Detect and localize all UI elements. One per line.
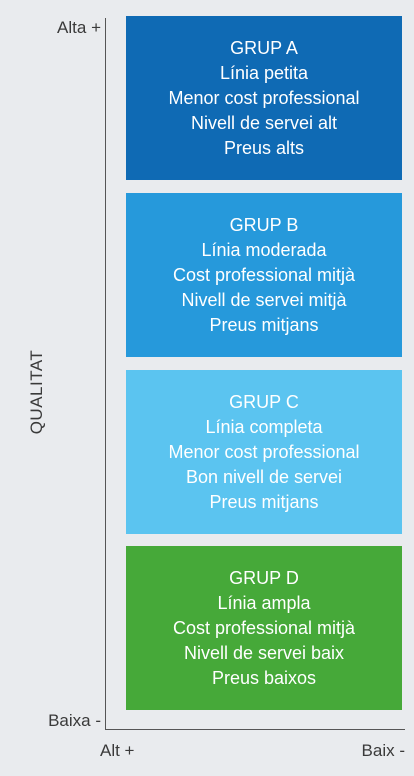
group-d-line-4: Preus baixos [211,667,317,688]
group-b-line-4: Preus mitjans [209,314,319,335]
x-axis-right-label: Baix - [361,741,405,760]
group-b-line-3: Nivell de servei mitjà [181,289,347,310]
group-c-line-4: Preus mitjans [209,491,319,512]
y-axis-bottom-label: Baixa - [48,711,101,730]
group-d-title: GRUP D [229,567,299,588]
group-c-title: GRUP C [229,391,299,412]
y-axis-top-label: Alta + [57,18,101,37]
group-a-title: GRUP A [230,37,298,58]
group-b-box: GRUP B Línia moderada Cost professional … [126,193,402,357]
x-axis-left-label: Alt + [100,741,135,760]
group-d-line-1: Línia ampla [217,592,311,613]
group-d-line-3: Nivell de servei baix [183,642,345,663]
y-axis-title: QUALITAT [27,349,46,435]
group-b-title: GRUP B [229,214,299,235]
x-axis-line [105,729,405,730]
group-c-line-1: Línia completa [205,416,323,437]
group-a-line-4: Preus alts [223,137,305,158]
group-a-line-2: Menor cost professional [168,87,360,108]
group-b-line-2: Cost professional mitjà [172,264,356,285]
group-a-line-1: Línia petita [219,62,309,83]
group-a-line-3: Nivell de servei alt [190,112,338,133]
group-c-box: GRUP C Línia completa Menor cost profess… [126,370,402,534]
group-a-box: GRUP A Línia petita Menor cost professio… [126,16,402,180]
group-c-line-2: Menor cost professional [168,441,360,462]
group-c-line-3: Bon nivell de servei [185,466,343,487]
group-d-line-2: Cost professional mitjà [172,617,356,638]
group-b-line-1: Línia moderada [201,239,327,260]
group-d-box: GRUP D Línia ampla Cost professional mit… [126,546,402,710]
y-axis-line [105,18,106,730]
